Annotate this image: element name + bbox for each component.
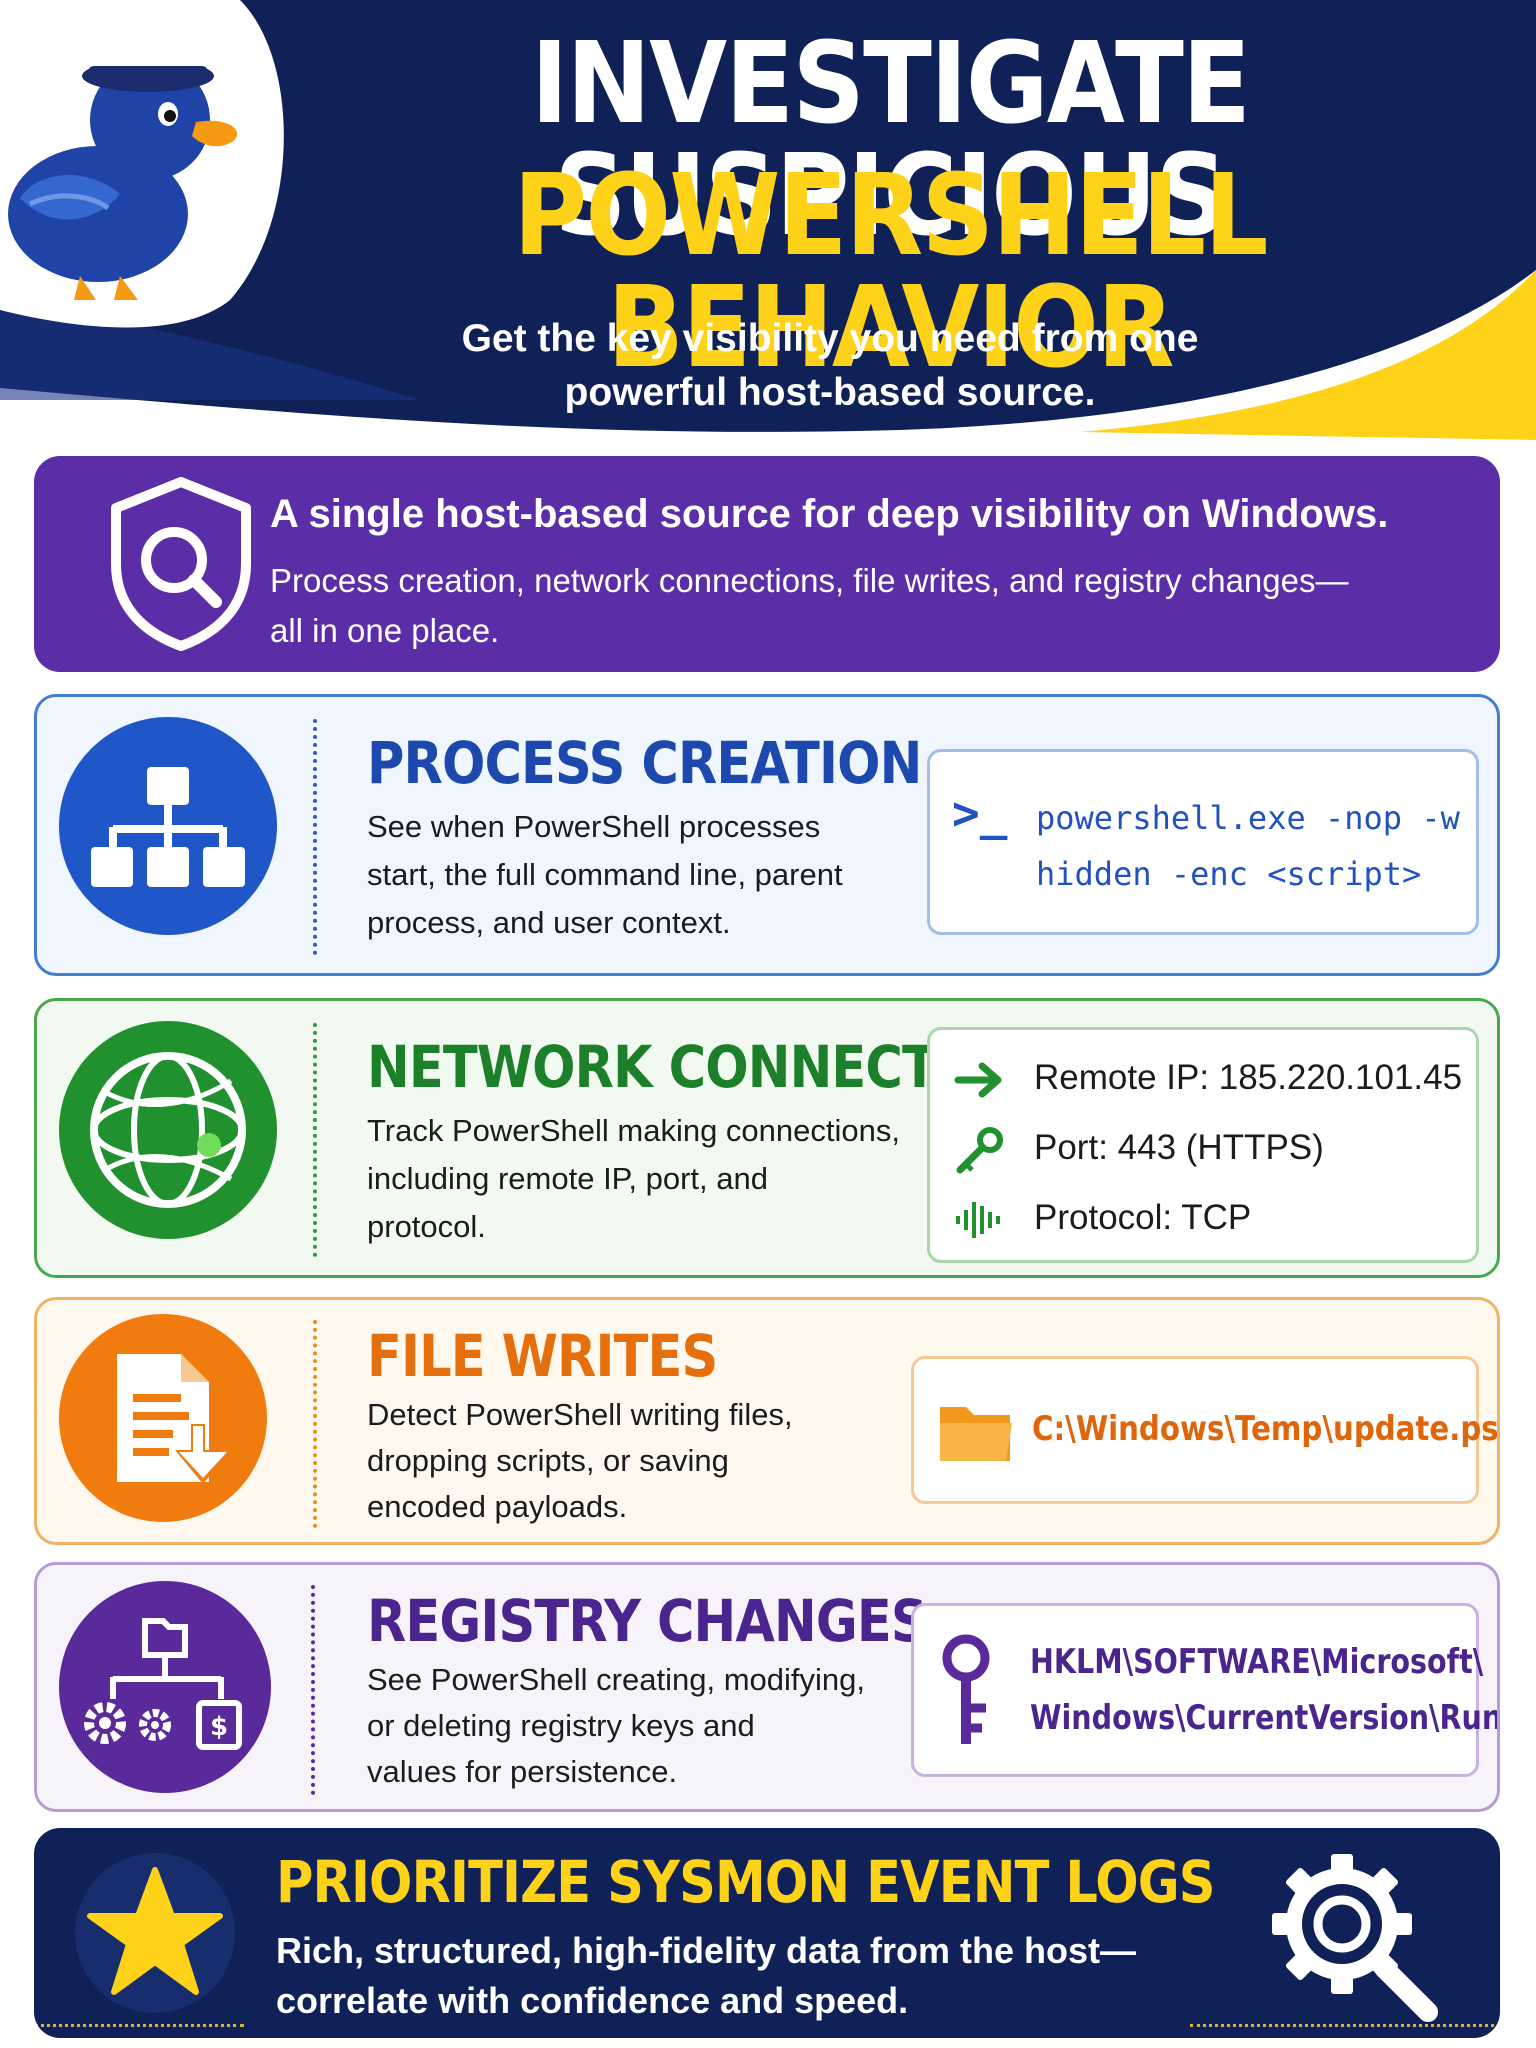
header-banner: INVESTIGATE SUSPICIOUS POWERSHELL BEHAVI… bbox=[0, 0, 1536, 440]
subtitle-line-2: powerful host-based source. bbox=[564, 371, 1096, 414]
intro-banner: A single host-based source for deep visi… bbox=[34, 456, 1500, 672]
card-divider bbox=[313, 1023, 317, 1257]
network-desc-line-1: Track PowerShell making connections, bbox=[367, 1113, 900, 1148]
registry-path-text: HKLM\SOFTWARE\Microsoft\ Windows\Current… bbox=[1030, 1634, 1500, 1746]
footer-desc-line-1: Rich, structured, high-fidelity data fro… bbox=[276, 1930, 1137, 1971]
shield-search-icon bbox=[111, 477, 251, 651]
registry-path-line-2: Windows\CurrentVersion\Run bbox=[1030, 1698, 1500, 1738]
title-line-2: POWERSHELL BEHAVIOR bbox=[513, 151, 1268, 393]
footer-dotted-line-left bbox=[34, 2024, 244, 2027]
subtitle-line-1: Get the key visibility you need from one bbox=[461, 317, 1199, 360]
port-text: Port: 443 (HTTPS) bbox=[1034, 1128, 1324, 1167]
network-connections-card: NETWORK CONNECTIONS Track PowerShell mak… bbox=[34, 998, 1500, 1278]
remote-ip-text: Remote IP: 185.220.101.45 bbox=[1034, 1058, 1463, 1097]
registry-desc-line-1: See PowerShell creating, modifying, bbox=[367, 1662, 865, 1697]
folder-icon bbox=[940, 1407, 1012, 1461]
file-desc-line-1: Detect PowerShell writing files, bbox=[367, 1397, 793, 1432]
svg-text:$: $ bbox=[210, 1712, 228, 1742]
intro-description-line-1: Process creation, network connections, f… bbox=[270, 562, 1349, 599]
signal-wave-icon bbox=[956, 1202, 1000, 1238]
file-path-text: C:\Windows\Temp\update.ps1 bbox=[1032, 1409, 1500, 1449]
registry-tree-icon: $ bbox=[59, 1581, 271, 1793]
registry-desc-line-2: or deleting registry keys and bbox=[367, 1708, 755, 1743]
registry-changes-description: See PowerShell creating, modifying, or d… bbox=[367, 1657, 927, 1795]
card-divider bbox=[311, 1585, 315, 1795]
remote-ip-row: Remote IP: 185.220.101.45 bbox=[930, 1050, 1482, 1110]
process-creation-title: PROCESS CREATION bbox=[367, 729, 922, 797]
gear-search-icon bbox=[1272, 1854, 1438, 2022]
command-line-2: hidden -enc <script> bbox=[1036, 855, 1422, 893]
title-line-1: INVESTIGATE SUSPICIOUS bbox=[530, 19, 1251, 261]
file-desc-line-3: encoded payloads. bbox=[367, 1489, 628, 1524]
registry-path-line-1: HKLM\SOFTWARE\Microsoft\ bbox=[1030, 1642, 1484, 1682]
file-path-box: C:\Windows\Temp\update.ps1 bbox=[911, 1356, 1497, 1504]
process-desc-line-3: process, and user context. bbox=[367, 905, 731, 940]
intro-description: Process creation, network connections, f… bbox=[270, 556, 1410, 656]
key-icon bbox=[942, 1634, 990, 1744]
arrow-right-icon bbox=[954, 1062, 1002, 1098]
footer-dotted-line-right bbox=[1190, 2024, 1500, 2027]
subtitle: Get the key visibility you need from one… bbox=[330, 312, 1330, 420]
registry-changes-title: REGISTRY CHANGES bbox=[367, 1587, 928, 1655]
key-icon bbox=[956, 1127, 1003, 1174]
process-tree-icon bbox=[59, 717, 277, 935]
process-desc-line-1: See when PowerShell processes bbox=[367, 809, 821, 844]
network-desc-line-2: including remote IP, port, and bbox=[367, 1161, 768, 1196]
command-line-box: >_ powershell.exe -nop -w hidden -enc <s… bbox=[927, 749, 1479, 935]
footer-title: PRIORITIZE SYSMON EVENT LOGS bbox=[276, 1848, 1215, 1916]
footer-desc-line-2: correlate with confidence and speed. bbox=[276, 1980, 909, 2021]
registry-path-box: HKLM\SOFTWARE\Microsoft\ Windows\Current… bbox=[911, 1603, 1497, 1777]
registry-changes-card: $ REGISTRY CHANGES See PowerShell creati… bbox=[34, 1562, 1500, 1812]
file-writes-card: FILE WRITES Detect PowerShell writing fi… bbox=[34, 1297, 1500, 1545]
process-desc-line-2: start, the full command line, parent bbox=[367, 857, 843, 892]
intro-description-line-2: all in one place. bbox=[270, 612, 500, 649]
command-line-1: powershell.exe -nop -w bbox=[1036, 799, 1460, 837]
star-icon bbox=[75, 1853, 235, 2013]
card-divider bbox=[313, 719, 317, 955]
command-line-text: powershell.exe -nop -w hidden -enc <scri… bbox=[1036, 790, 1466, 902]
terminal-prompt-icon: >_ bbox=[952, 786, 1008, 840]
file-desc-line-2: dropping scripts, or saving bbox=[367, 1443, 729, 1478]
duck-mascot-icon bbox=[8, 42, 238, 300]
protocol-text: Protocol: TCP bbox=[1034, 1198, 1252, 1237]
footer-banner: PRIORITIZE SYSMON EVENT LOGS Rich, struc… bbox=[34, 1828, 1500, 2038]
card-divider bbox=[313, 1320, 317, 1528]
registry-desc-line-3: values for persistence. bbox=[367, 1754, 678, 1789]
globe-icon bbox=[59, 1021, 277, 1239]
header-background bbox=[0, 0, 1536, 440]
protocol-row: Protocol: TCP bbox=[930, 1190, 1482, 1250]
footer-description: Rich, structured, high-fidelity data fro… bbox=[276, 1926, 1276, 2026]
connection-details-box: Remote IP: 185.220.101.45 Port: 443 (HTT… bbox=[927, 1027, 1479, 1263]
intro-headline: A single host-based source for deep visi… bbox=[270, 492, 1389, 536]
file-download-icon bbox=[59, 1314, 267, 1522]
network-connections-description: Track PowerShell making connections, inc… bbox=[367, 1107, 927, 1251]
process-creation-card: PROCESS CREATION See when PowerShell pro… bbox=[34, 694, 1500, 976]
process-creation-description: See when PowerShell processes start, the… bbox=[367, 803, 927, 947]
file-writes-title: FILE WRITES bbox=[367, 1322, 718, 1390]
port-row: Port: 443 (HTTPS) bbox=[930, 1120, 1482, 1180]
file-writes-description: Detect PowerShell writing files, droppin… bbox=[367, 1392, 927, 1530]
network-desc-line-3: protocol. bbox=[367, 1209, 486, 1244]
